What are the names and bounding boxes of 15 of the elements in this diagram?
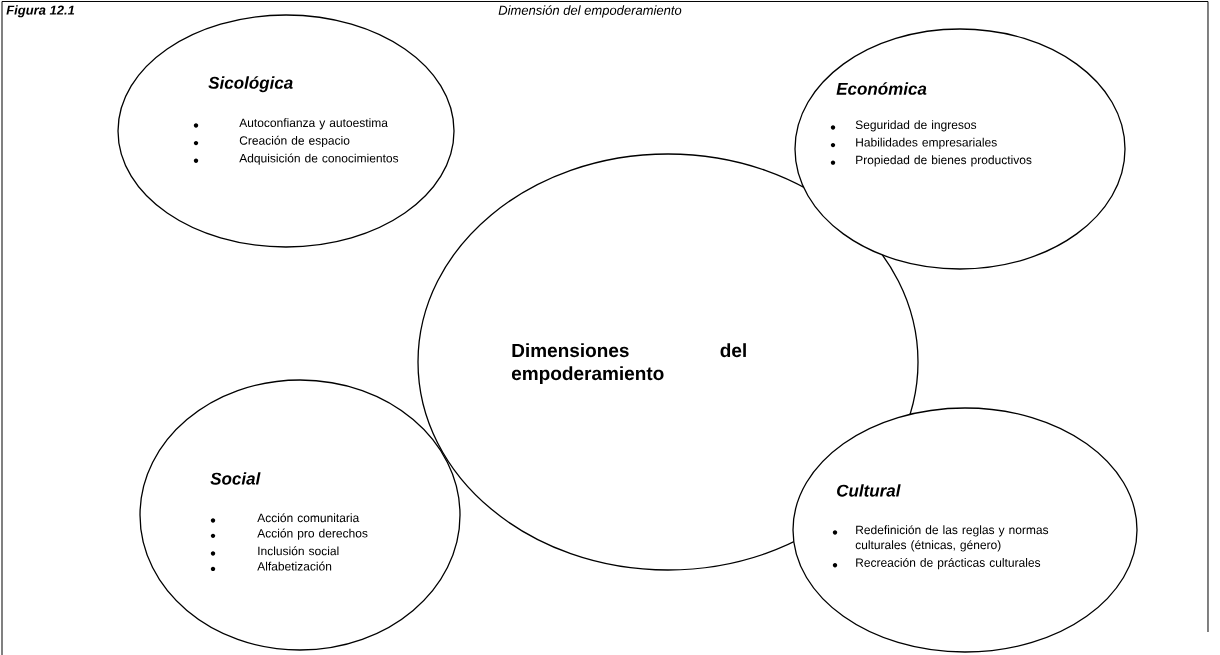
heading: Sicológica xyxy=(208,76,293,93)
node-label: Acción comunitaria xyxy=(257,513,360,523)
title: Dimensión del empoderamiento xyxy=(498,5,682,18)
node-label: Inclusión social xyxy=(258,546,339,556)
figure-number: Figura 12.1 xyxy=(6,5,75,18)
center-text: Dimensiones del empoderamiento xyxy=(511,343,746,384)
heading: Económica xyxy=(836,82,927,95)
bullet-list: Seguridad de ingresos Habilidades empresariales Propiedad de bienes productivos xyxy=(830,120,1032,167)
heading: Cultural xyxy=(837,484,901,497)
bullet-list: Acción comunitaria Acción pro derechos Inclusión social Alfabetización xyxy=(210,513,368,572)
node-label: Acción pro derechos xyxy=(257,528,368,540)
heading: Social xyxy=(210,472,261,485)
bullet-list: Autoconfianza y autoestima Creación de espacio Adquisición de conocimientos xyxy=(193,118,399,165)
bullet-list: Redefinición de las reglas y normas culturales (étnicas, género) Recreación de prácticas culturales xyxy=(832,525,1049,570)
node-label: Alfabetización xyxy=(257,561,332,571)
